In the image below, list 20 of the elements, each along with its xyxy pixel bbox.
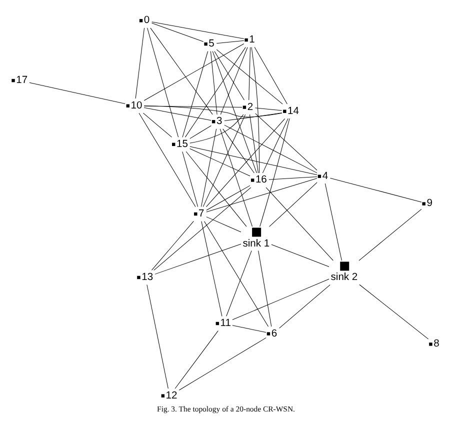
node-text: 11 [220, 318, 232, 329]
node-text: 10 [130, 100, 142, 112]
node-text: 2 [247, 102, 254, 113]
node-text: sink 2 [330, 272, 358, 284]
node-text: 15 [176, 138, 188, 150]
node-text: 1 [249, 34, 255, 46]
node-text: 4 [322, 170, 328, 182]
node-text: 6 [271, 328, 278, 340]
node-text: 17 [16, 74, 28, 86]
node-text: sink 1 [242, 238, 270, 250]
node-text: 0 [144, 15, 150, 26]
node-text: 16 [255, 174, 267, 186]
node-text: 5 [208, 38, 214, 50]
node-text: 8 [434, 338, 440, 350]
node-text: 12 [166, 390, 178, 402]
node-text: 7 [198, 208, 204, 220]
node-label: 9 [426, 198, 432, 210]
node-text: 3 [216, 116, 222, 128]
node-text: 14 [288, 106, 299, 117]
node-text: 13 [142, 272, 154, 283]
